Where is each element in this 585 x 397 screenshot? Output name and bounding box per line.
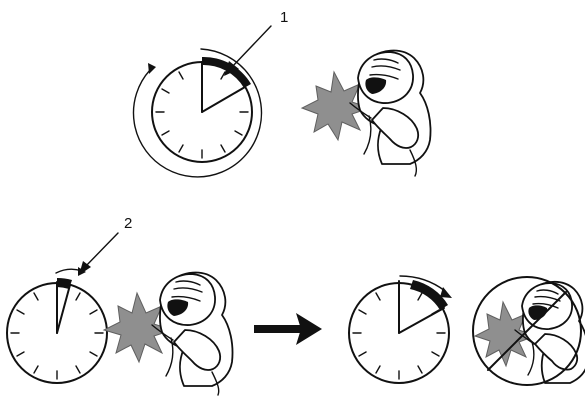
- welder-bottom-left-lens: [167, 299, 189, 316]
- transition-arrow-head: [296, 313, 322, 345]
- callout-2-arrow-line: [83, 232, 119, 269]
- top-row: 1: [132, 9, 432, 178]
- spark-bottom-left: [102, 291, 174, 364]
- welder-bottom-right-torch: [514, 329, 535, 376]
- clock-bottom-left-duty-arc: [57, 277, 72, 289]
- welder-top: [300, 49, 432, 177]
- transition-arrow-shaft: [254, 325, 304, 333]
- rotation-arrow-bottom-right: [399, 275, 446, 292]
- clock-bottom-right: [348, 280, 450, 384]
- clock-bottom-right-duty-arc: [410, 280, 448, 310]
- clock-bottom-left-hand-diagonal: [56, 284, 71, 334]
- spark-top: [300, 70, 372, 142]
- prohibition-circle: [472, 276, 582, 386]
- rotation-arrow-top: [132, 48, 263, 178]
- rotation-arrowhead-bottom-right: [440, 287, 452, 298]
- welder-bottom-right-prohibited: [472, 276, 585, 386]
- bottom-row: 2: [6, 215, 585, 396]
- transition-arrow: [254, 313, 322, 345]
- welder-top-arm: [371, 107, 420, 149]
- clock-bottom-left: [6, 277, 108, 384]
- welder-top-helmet-detail: [369, 58, 401, 80]
- clock-bottom-right-hand-diagonal: [398, 307, 445, 334]
- welder-bottom-left-hose: [211, 371, 220, 396]
- callout-1-arrow-line: [230, 25, 272, 69]
- welder-bottom-left-arm: [173, 329, 222, 371]
- welder-bottom-left: [102, 271, 234, 396]
- clock-top-hand-diagonal: [201, 86, 246, 113]
- welder-bottom-left-torch: [151, 324, 174, 377]
- welder-bottom-right-arm: [534, 333, 579, 371]
- welder-top-hose: [409, 149, 418, 177]
- welder-bottom-left-helmet-detail: [171, 280, 203, 302]
- prohibition-slash: [487, 291, 567, 371]
- callout-2-label: 2: [124, 215, 132, 232]
- spark-bottom-right: [473, 300, 537, 368]
- callout-1-label: 1: [280, 9, 288, 26]
- welder-top-lens: [365, 77, 387, 94]
- clock-top-duty-arc: [202, 56, 251, 88]
- rotation-arrowhead-bottom-left: [78, 267, 86, 276]
- rotation-arrowhead-top: [148, 63, 156, 74]
- clock-top: [151, 56, 253, 163]
- welder-top-torch: [349, 102, 372, 155]
